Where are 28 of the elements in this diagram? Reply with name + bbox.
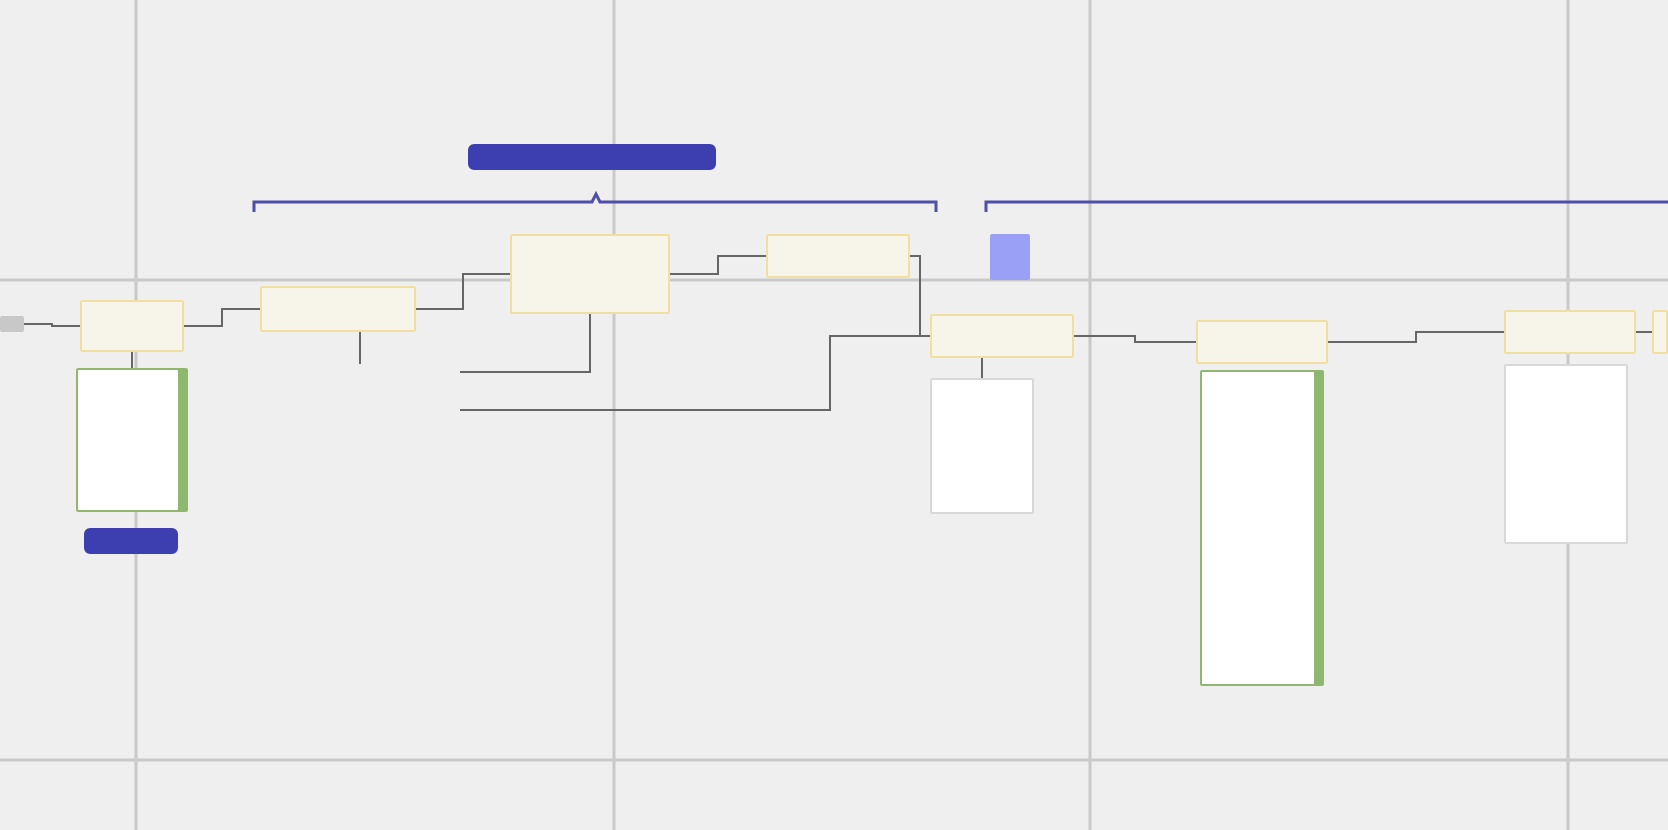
- note-box: [1504, 310, 1636, 354]
- connector: [359, 331, 361, 365]
- connector: [131, 351, 133, 369]
- connector: [1073, 335, 1197, 343]
- note-box: [260, 286, 416, 332]
- note-box: [1196, 320, 1328, 364]
- note-box: [1652, 310, 1668, 354]
- card: [930, 378, 1034, 514]
- note-box: [510, 234, 670, 314]
- note-box: [80, 300, 184, 352]
- label-bar: [468, 144, 716, 170]
- card: [76, 368, 188, 512]
- connector: [669, 255, 767, 275]
- connector: [23, 323, 81, 327]
- connector: [459, 313, 591, 373]
- square-marker: [990, 234, 1030, 280]
- connector: [459, 335, 931, 411]
- connector: [981, 357, 983, 379]
- note-box: [766, 234, 910, 278]
- note-box: [930, 314, 1074, 358]
- stub-box: [0, 316, 24, 332]
- label-bar: [84, 528, 178, 554]
- connector: [1327, 331, 1505, 343]
- connector: [415, 273, 511, 310]
- card: [1200, 370, 1324, 686]
- connector: [183, 308, 261, 327]
- connector: [1635, 331, 1653, 333]
- card: [1504, 364, 1628, 544]
